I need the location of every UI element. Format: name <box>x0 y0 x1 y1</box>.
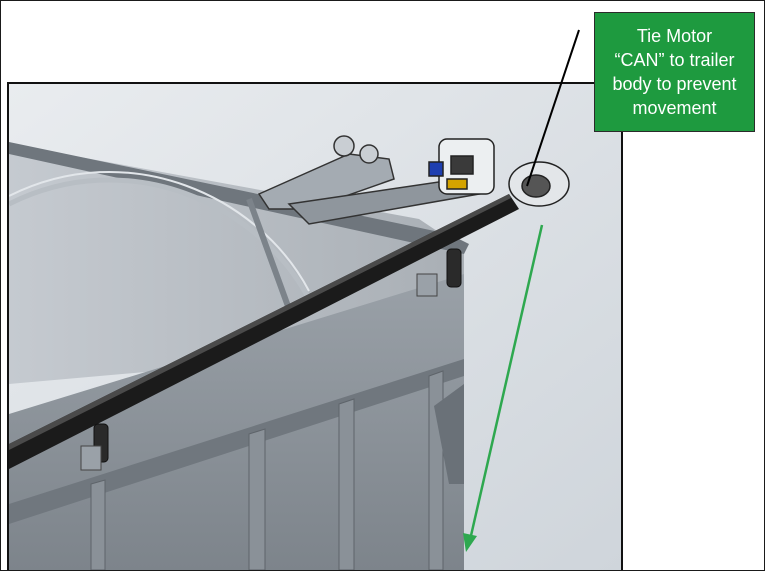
tarp-clamp-brackets <box>80 273 438 471</box>
trailer-wall-posts <box>90 370 444 570</box>
tarp-roller-tube <box>9 194 519 469</box>
callout-line-4: movement <box>632 98 717 118</box>
trailer-top-rim <box>9 142 469 254</box>
tarp-swing-arm <box>246 135 481 311</box>
callout-line-2: “CAN” to trailer <box>614 50 735 70</box>
trailer-corner-brace <box>434 384 464 484</box>
trailer-tarp-system-render <box>7 82 623 570</box>
callout-line-3: body to prevent <box>612 74 737 94</box>
callout-line-1: Tie Motor <box>636 26 713 46</box>
tarp-bow-arch <box>9 177 312 301</box>
callout-box: Tie Motor “CAN” to trailer body to preve… <box>594 12 755 132</box>
